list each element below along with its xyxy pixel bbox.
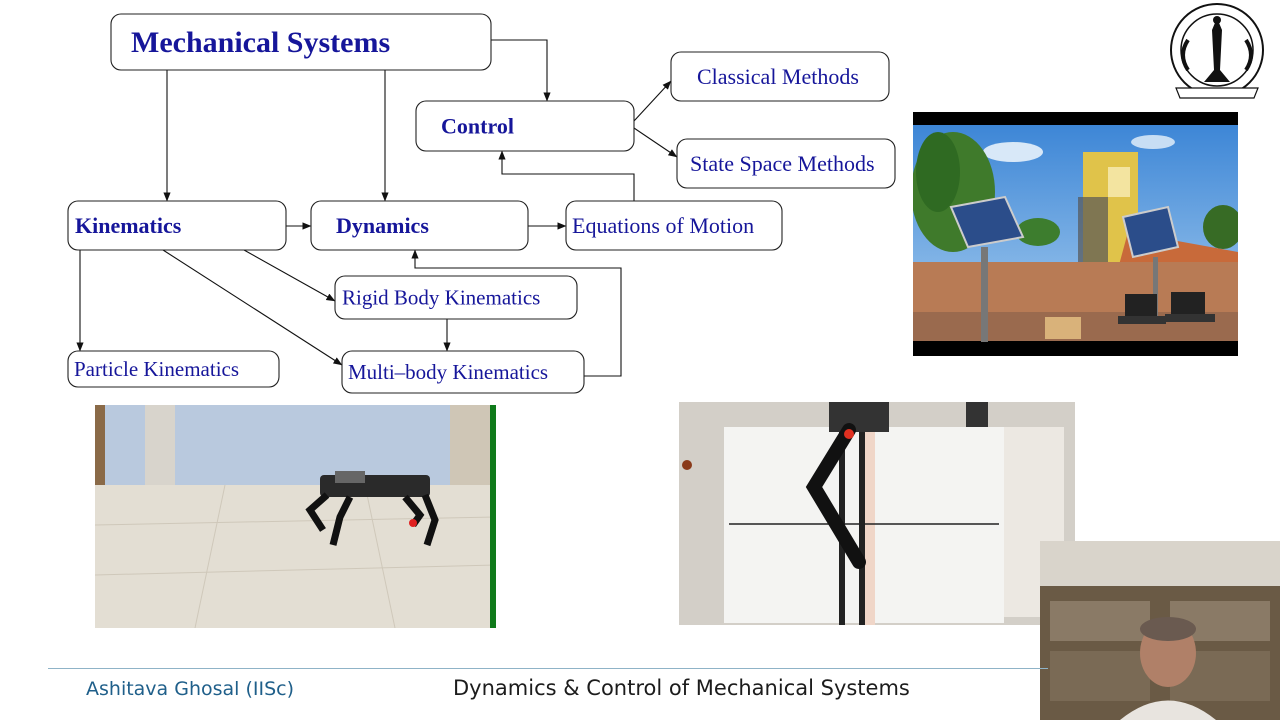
node-label-mech: Mechanical Systems [131,26,390,59]
node-label-statespace: State Space Methods [690,151,875,176]
node-control: Control [415,100,635,152]
quadruped-robot-photo [95,405,496,628]
edge-control-statespace [633,127,678,158]
node-box-rigid [334,275,578,320]
diagram-edges [76,39,678,377]
node-statespace: State Space Methods [676,138,896,189]
node-dynamics: Dynamics [310,200,529,251]
solar-tracker-photo [913,112,1238,356]
node-box-kinematics [67,200,287,251]
node-box-eom [565,200,783,251]
edge-eom-control [498,150,635,201]
node-box-statespace [676,138,896,189]
iisc-logo [1158,0,1276,108]
node-label-rigid: Rigid Body Kinematics [342,286,540,310]
node-label-classical: Classical Methods [697,64,859,89]
node-label-multibody: Multi–body Kinematics [348,360,548,384]
node-box-classical [670,51,890,102]
presenter-webcam [1040,541,1280,720]
node-label-control: Control [441,113,514,138]
node-box-multibody [341,350,585,394]
robot-arm-board-photo [679,402,1075,625]
node-rigid: Rigid Body Kinematics [334,275,578,320]
edge-control-classical [633,80,672,122]
edge-mech-control [491,39,551,102]
node-label-dynamics: Dynamics [336,213,429,238]
edge-multibody-dynamics [411,249,622,377]
footer-divider [48,668,1048,669]
node-particle: Particle Kinematics [67,350,280,388]
node-label-eom: Equations of Motion [572,213,754,238]
edge-kin-rigid [243,249,336,302]
author-name: Ashitava Ghosal (IISc) [86,678,295,700]
node-multibody: Multi–body Kinematics [341,350,585,394]
node-mech: Mechanical Systems [110,13,492,71]
node-box-particle [67,350,280,388]
node-label-kinematics: Kinematics [75,213,182,238]
node-box-mech [110,13,492,71]
node-eom: Equations of Motion [565,200,783,251]
node-label-particle: Particle Kinematics [74,357,239,381]
course-title: Dynamics & Control of Mechanical Systems [453,676,910,700]
node-kinematics: Kinematics [67,200,287,251]
edge-kin-multibody [162,249,343,366]
node-classical: Classical Methods [670,51,890,102]
node-box-control [415,100,635,152]
node-box-dynamics [310,200,529,251]
